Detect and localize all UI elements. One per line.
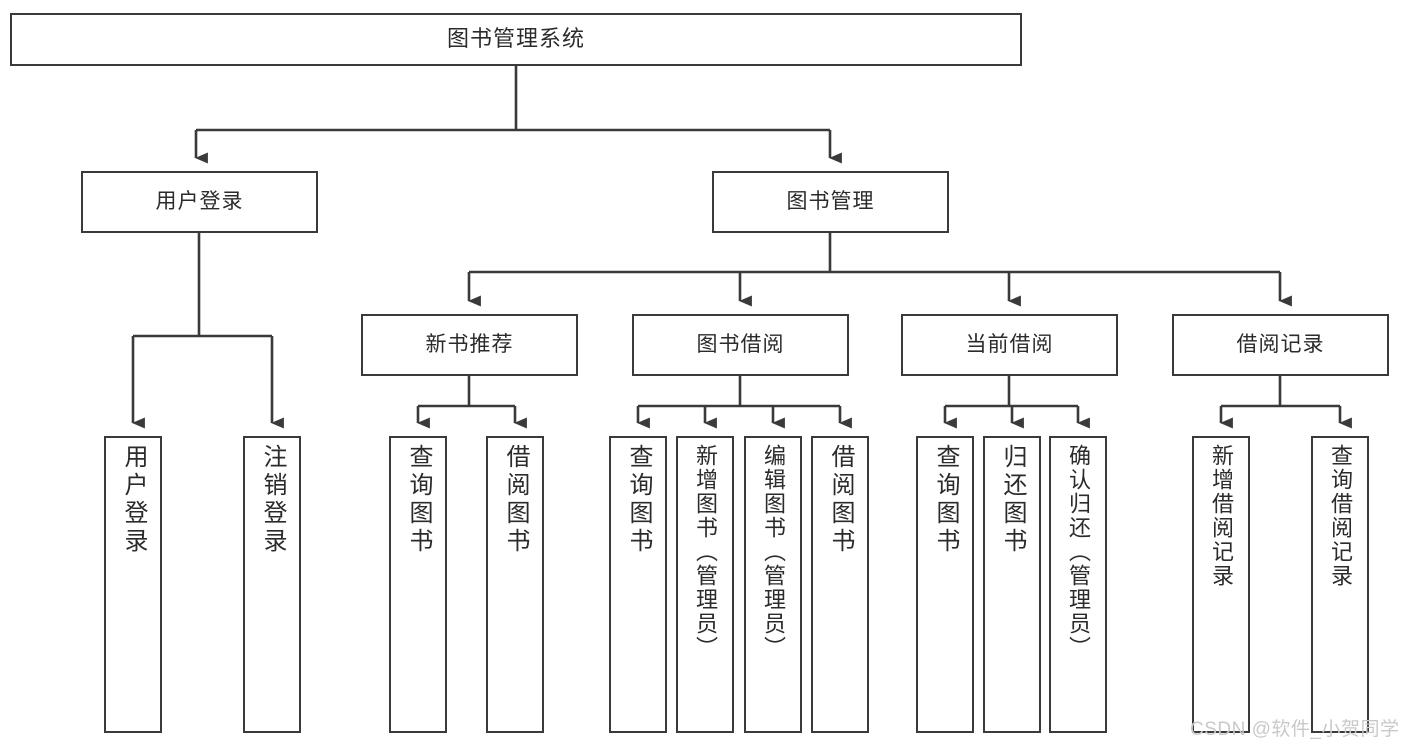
node-label: 查询图书 xyxy=(405,444,432,556)
leaf-logout[interactable]: 注销登录 xyxy=(243,436,301,733)
node-label: 图书管理 xyxy=(786,190,875,214)
node-label: 用户登录 xyxy=(155,190,244,214)
node-label: 新书推荐 xyxy=(425,333,514,357)
node-label: 借阅图书 xyxy=(502,444,529,556)
node-label: 图书管理系统 xyxy=(446,26,585,52)
node-label: 确认归还（管理员） xyxy=(1066,444,1091,660)
leaf-add-book-admin[interactable]: 新增图书（管理员） xyxy=(676,436,734,733)
node-label: 借阅图书 xyxy=(827,444,854,556)
node-label: 归还图书 xyxy=(999,444,1026,556)
node-label: 注销登录 xyxy=(259,444,286,556)
node-label: 图书借阅 xyxy=(696,333,785,357)
leaf-query-book-recommend[interactable]: 查询图书 xyxy=(389,436,447,733)
leaf-query-book-current[interactable]: 查询图书 xyxy=(916,436,974,733)
leaf-return-book[interactable]: 归还图书 xyxy=(983,436,1041,733)
leaf-edit-book-admin[interactable]: 编辑图书（管理员） xyxy=(744,436,802,733)
leaf-add-borrow-record[interactable]: 新增借阅记录 xyxy=(1192,436,1250,733)
leaf-confirm-return-admin[interactable]: 确认归还（管理员） xyxy=(1049,436,1107,733)
leaf-user-login[interactable]: 用户登录 xyxy=(104,436,162,733)
node-current-borrow[interactable]: 当前借阅 xyxy=(901,314,1118,376)
leaf-borrow-book-recommend[interactable]: 借阅图书 xyxy=(486,436,544,733)
node-label: 查询借阅记录 xyxy=(1328,444,1353,588)
csdn-watermark: CSDN @软件_小贺同学 xyxy=(1190,719,1400,740)
leaf-query-borrow-record[interactable]: 查询借阅记录 xyxy=(1311,436,1369,733)
leaf-borrow-book[interactable]: 借阅图书 xyxy=(811,436,869,733)
node-label: 查询图书 xyxy=(932,444,959,556)
node-book-management[interactable]: 图书管理 xyxy=(712,171,949,233)
node-book-borrow[interactable]: 图书借阅 xyxy=(632,314,849,376)
node-borrow-record[interactable]: 借阅记录 xyxy=(1172,314,1389,376)
node-label: 查询图书 xyxy=(625,444,652,556)
node-new-book-recommend[interactable]: 新书推荐 xyxy=(361,314,578,376)
node-label: 新增借阅记录 xyxy=(1209,444,1234,588)
node-label: 当前借阅 xyxy=(965,333,1054,357)
node-label: 用户登录 xyxy=(120,444,147,556)
node-label: 编辑图书（管理员） xyxy=(761,444,786,660)
leaf-query-book-borrow[interactable]: 查询图书 xyxy=(609,436,667,733)
node-user-login[interactable]: 用户登录 xyxy=(81,171,318,233)
node-label: 新增图书（管理员） xyxy=(693,444,718,660)
node-root-system[interactable]: 图书管理系统 xyxy=(10,13,1022,66)
node-label: 借阅记录 xyxy=(1236,333,1325,357)
